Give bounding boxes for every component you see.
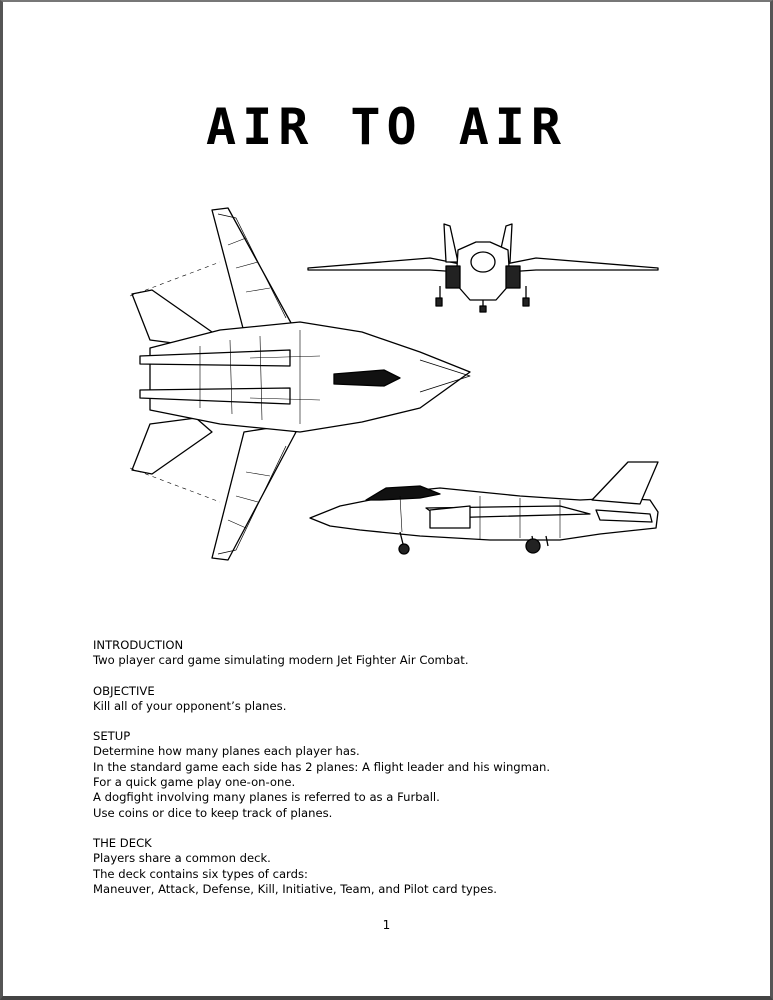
section-heading: SETUP: [93, 729, 131, 744]
rules-text: INTRODUCTION Two player card game simula…: [93, 638, 713, 912]
body-line: Determine how many planes each player ha…: [93, 744, 360, 759]
section-heading: INTRODUCTION: [93, 638, 184, 652]
section-heading: THE DECK: [93, 835, 152, 850]
body-line: For a quick game play one-on-one.: [93, 775, 296, 790]
body-line: Two player card game simulating modern J…: [93, 653, 469, 668]
section-introduction: INTRODUCTION Two player card game simula…: [93, 638, 713, 669]
section-objective: OBJECTIVE Kill all of your opponent’s pl…: [93, 684, 713, 715]
side-view-drawing: [309, 461, 659, 555]
fighter-jet-three-view-icon: [129, 207, 659, 561]
page-number: 1: [382, 918, 391, 932]
body-line: The deck contains six types of cards:: [93, 866, 308, 881]
section-the-deck: THE DECK Players share a common deck. Th…: [93, 836, 713, 897]
section-heading: OBJECTIVE: [93, 683, 155, 698]
body-line: A dogfight involving many planes is refe…: [93, 790, 440, 805]
front-view-drawing: [307, 223, 659, 313]
section-setup: SETUP Determine how many planes each pla…: [93, 729, 713, 821]
body-line: Players share a common deck.: [93, 851, 271, 866]
body-line: Kill all of your opponent’s planes.: [93, 698, 287, 713]
body-line: Maneuver, Attack, Defense, Kill, Initiat…: [93, 881, 497, 896]
body-line: In the standard game each side has 2 pla…: [93, 759, 551, 774]
top-view-drawing: [129, 207, 471, 561]
page-title: AIR TO AIR: [205, 98, 568, 156]
body-line: Use coins or dice to keep track of plane…: [93, 805, 333, 820]
